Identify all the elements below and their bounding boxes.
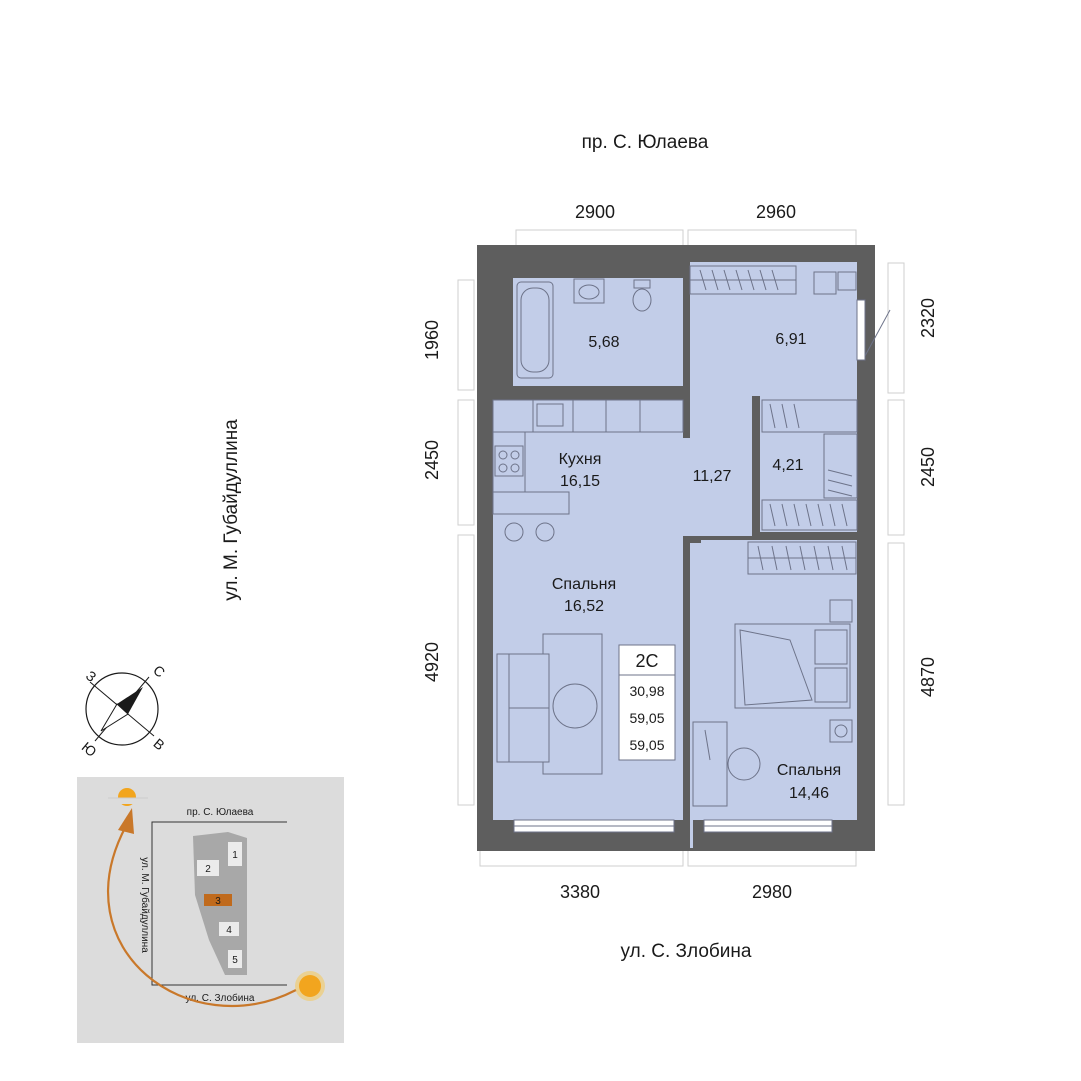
site-plan-street-bottom: ул. С. Злобина: [186, 992, 255, 1004]
stool-1: [504, 522, 524, 542]
kitchen-island: [492, 491, 570, 515]
site-plan-street-lines: [151, 821, 287, 986]
dimension-right-top: 2320: [918, 298, 938, 338]
room-area-bathroom: 5,68: [588, 334, 619, 351]
nightstand-1: [829, 599, 853, 623]
toilet-tank: [633, 279, 651, 289]
desk: [692, 721, 728, 807]
dimension-bottom-left: 3380: [560, 882, 600, 902]
site-plan-street-left: ул. М. Губайдуллина: [139, 857, 151, 953]
room-area-corridor: 11,27: [693, 468, 732, 485]
bedroom-left-furniture: [496, 633, 603, 775]
toilet: [632, 288, 652, 312]
sunset-sun-icon: [108, 788, 148, 806]
compass-north: С: [150, 662, 168, 681]
street-label-top: пр. С. Юлаева: [582, 132, 709, 153]
room-area-bedroom-left: 16,52: [564, 598, 604, 615]
sun-path-arrow-icon: [118, 808, 134, 834]
room-area-closet: 4,21: [772, 457, 803, 474]
site-plan-section-2: 2: [205, 864, 211, 875]
dimension-right-bottom: 4870: [918, 657, 938, 697]
bed: [734, 623, 851, 709]
room-name-kitchen: Кухня: [559, 451, 602, 468]
street-label-bottom: ул. С. Злобина: [621, 941, 752, 962]
compass-south: Ю: [79, 738, 100, 759]
site-plan: пр. С. Юлаева ул. С. Злобина ул. М. Губа…: [77, 777, 344, 1043]
dimension-right-middle: 2450: [918, 447, 938, 487]
dimension-left-middle: 2450: [422, 440, 442, 480]
washing-machine: [813, 271, 837, 295]
coffee-table: [552, 683, 598, 729]
bathroom-fixtures: [516, 278, 652, 379]
site-plan-section-1: 1: [232, 850, 238, 861]
site-plan-street-top: пр. С. Юлаева: [187, 807, 254, 818]
dimension-top-right: 2960: [756, 202, 796, 222]
stool-2: [535, 522, 555, 542]
site-plan-section-5: 5: [232, 955, 238, 966]
kitchen-sink: [536, 403, 564, 427]
room-name-bedroom-left: Спальня: [552, 576, 616, 593]
apartment-summary: 2С 30,98 59,05 59,05: [618, 644, 676, 761]
dimension-top-left: 2900: [575, 202, 615, 222]
dimension-bottom-right: 2980: [752, 882, 792, 902]
room-area-bedroom-right: 14,46: [789, 785, 829, 802]
nightstand-2: [829, 719, 853, 743]
kitchen-furniture: [492, 399, 684, 542]
total-area-balcony: 59,05: [629, 737, 664, 753]
site-plan-section-highlight: [204, 894, 232, 906]
apartment-type: 2С: [635, 651, 658, 671]
windows: [513, 299, 891, 833]
site-plan-section-4: 4: [226, 925, 232, 936]
total-area: 59,05: [629, 710, 664, 726]
closet-furniture: [761, 399, 858, 531]
compass-ring: [85, 672, 159, 746]
compass: С З Ю В: [79, 662, 169, 760]
hall-wardrobe: [689, 265, 857, 295]
sunrise-sun-icon: [295, 971, 325, 1001]
cooktop: [494, 445, 524, 477]
street-label-left: ул. М. Губайдуллина: [221, 419, 242, 601]
site-plan-section-3: 3: [215, 896, 221, 907]
compass-needle-icon: [117, 687, 143, 714]
compass-east: В: [150, 735, 167, 753]
interior-walls: [493, 262, 863, 848]
bedroom-right-furniture: [692, 541, 857, 807]
sun-path-arc: [107, 825, 297, 1008]
room-area-kitchen: 16,15: [560, 473, 600, 490]
dimension-left-top: 1960: [422, 320, 442, 360]
bathtub: [516, 281, 554, 379]
desk-chair: [727, 747, 761, 781]
room-name-bedroom-right: Спальня: [777, 762, 841, 779]
living-area: 30,98: [629, 683, 664, 699]
dimension-left-bottom: 4920: [422, 642, 442, 682]
room-area-hall: 6,91: [775, 331, 806, 348]
dimension-guides: [457, 229, 905, 867]
